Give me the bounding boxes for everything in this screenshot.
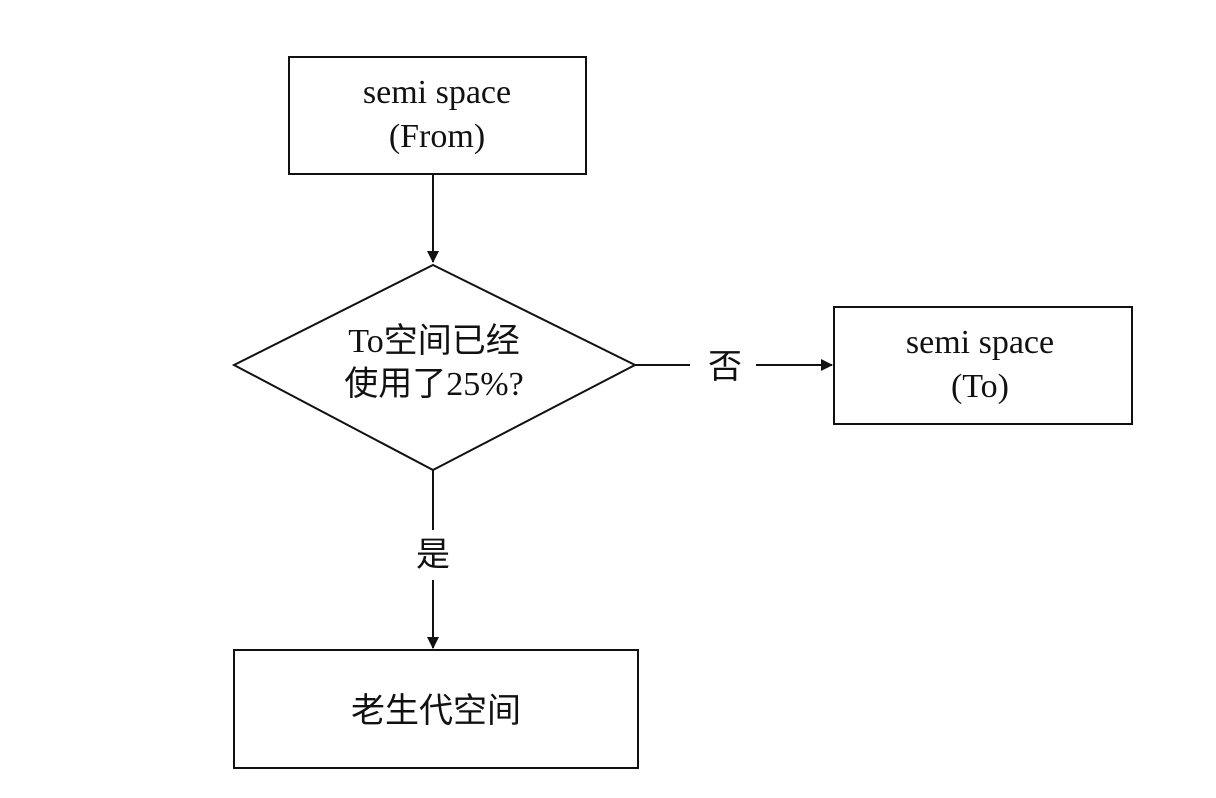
old-gen-label: 老生代空间 [351, 692, 521, 730]
edge-no-label: 否 [708, 349, 742, 386]
from-node: semi space (From) [288, 56, 587, 175]
decision-line2: 使用了25%? [344, 365, 523, 403]
to-box-line1: semi space [906, 324, 1054, 361]
to-node: semi space (To) [833, 306, 1133, 425]
from-box-line1: semi space [363, 74, 511, 111]
from-box [288, 56, 587, 175]
decision-line1: To空间已经 [348, 322, 519, 360]
from-box-line2: (From) [389, 118, 485, 155]
old-gen-node: 老生代空间 [233, 649, 639, 769]
old-gen-box [233, 649, 639, 769]
decision-node: To空间已经 使用了25%? [231, 263, 638, 472]
to-box-line2: (To) [951, 368, 1009, 405]
edge-yes-label: 是 [416, 537, 450, 574]
to-box [833, 306, 1133, 425]
